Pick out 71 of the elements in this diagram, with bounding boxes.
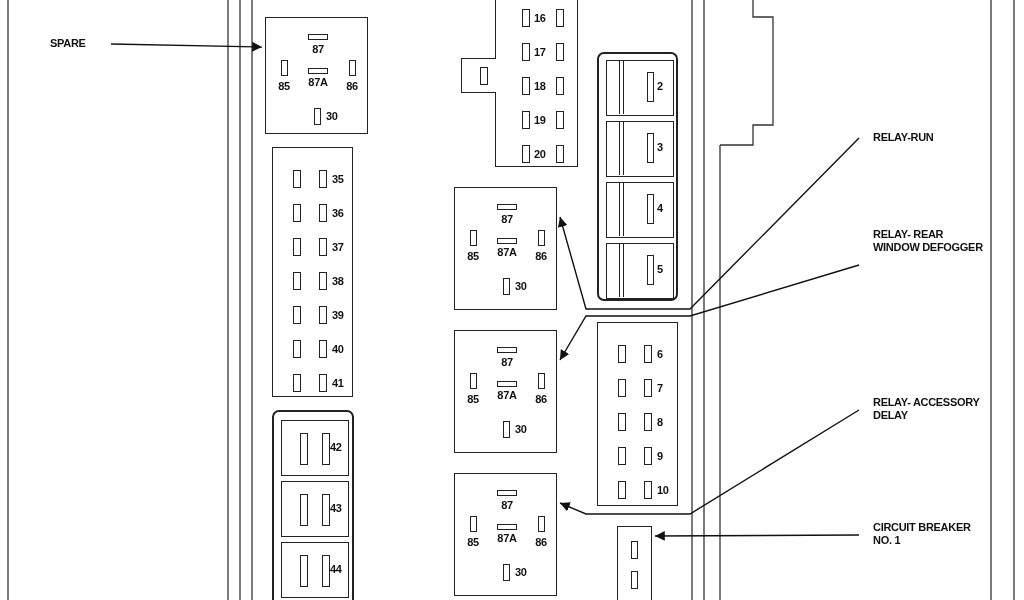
- fuse-number: 35: [332, 173, 344, 185]
- fuse-number: 40: [332, 343, 344, 355]
- callout-label: RELAY- REAR WINDOW DEFOGGER: [873, 228, 983, 254]
- fuse-number: 10: [657, 484, 669, 496]
- fuse-number: 39: [332, 309, 344, 321]
- fuse-number: 8: [657, 416, 663, 428]
- arrow: [559, 264, 860, 361]
- pin-number: 30: [515, 566, 527, 578]
- pin-number: 87: [501, 499, 513, 511]
- fuse-cavity: [606, 182, 674, 238]
- pin-number: 85: [467, 393, 479, 405]
- fuse-number: 4: [657, 202, 663, 214]
- fuse-number: 44: [330, 563, 342, 575]
- fuse-number: 17: [534, 46, 546, 58]
- fuse-number: 42: [330, 441, 342, 453]
- fuse-number: 37: [332, 241, 344, 253]
- fuse-cavity: [606, 243, 674, 299]
- fuse-number: 41: [332, 377, 344, 389]
- fuse-block: [272, 147, 353, 397]
- pin-number: 30: [326, 110, 338, 122]
- pin-number: 87: [501, 213, 513, 225]
- fuse-number: 43: [330, 502, 342, 514]
- fuse-number: 7: [657, 382, 663, 394]
- pin-number: 86: [535, 393, 547, 405]
- fuse-block: [495, 0, 578, 167]
- pin-number: 30: [515, 280, 527, 292]
- fuse-number: 2: [657, 80, 663, 92]
- fuse-cavity: [606, 121, 674, 177]
- arrow: [654, 531, 860, 541]
- fuse-cavity: [606, 60, 674, 116]
- pin-number: 85: [278, 80, 290, 92]
- pin-number: 87A: [497, 246, 517, 258]
- fuse-number: 6: [657, 348, 663, 360]
- fuse-number: 3: [657, 141, 663, 153]
- fuse-number: 20: [534, 148, 546, 160]
- fuse-number: 16: [534, 12, 546, 24]
- callout-label: SPARE: [50, 37, 107, 50]
- fuse-number: 5: [657, 263, 663, 275]
- pin-number: 85: [467, 536, 479, 548]
- fuse-cavity: [281, 420, 349, 476]
- pin-number: 86: [535, 250, 547, 262]
- relay-socket: [265, 17, 368, 134]
- pin-number: 87A: [308, 76, 328, 88]
- fuse-number: 36: [332, 207, 344, 219]
- fuse-number: 18: [534, 80, 546, 92]
- fuse-cavity: [281, 481, 349, 537]
- fuse-number: 19: [534, 114, 546, 126]
- pin-number: 86: [346, 80, 358, 92]
- fuse-block: [597, 322, 678, 506]
- callout-label: CIRCUIT BREAKER NO. 1: [873, 521, 983, 547]
- callout-label: RELAY- ACCESSORY DELAY: [873, 396, 983, 422]
- arrow: [559, 409, 860, 515]
- relay-socket: [454, 187, 557, 310]
- pin-number: 87A: [497, 389, 517, 401]
- fuse-number: 9: [657, 450, 663, 462]
- arrow: [557, 137, 860, 310]
- callout-label: RELAY-RUN: [873, 131, 983, 144]
- fuse-cavity: [281, 542, 349, 598]
- arrow: [110, 41, 263, 52]
- pin-number: 87A: [497, 532, 517, 544]
- pin-number: 87: [312, 43, 324, 55]
- fuse-holder: [597, 52, 678, 301]
- pin-number: 30: [515, 423, 527, 435]
- relay-socket: [454, 473, 557, 596]
- pin-number: 85: [467, 250, 479, 262]
- pin-number: 86: [535, 536, 547, 548]
- fuse-number: 38: [332, 275, 344, 287]
- fuse-holder: [272, 410, 354, 600]
- relay-socket: [454, 330, 557, 453]
- circuit-breaker-socket: [617, 526, 652, 600]
- pin-number: 87: [501, 356, 513, 368]
